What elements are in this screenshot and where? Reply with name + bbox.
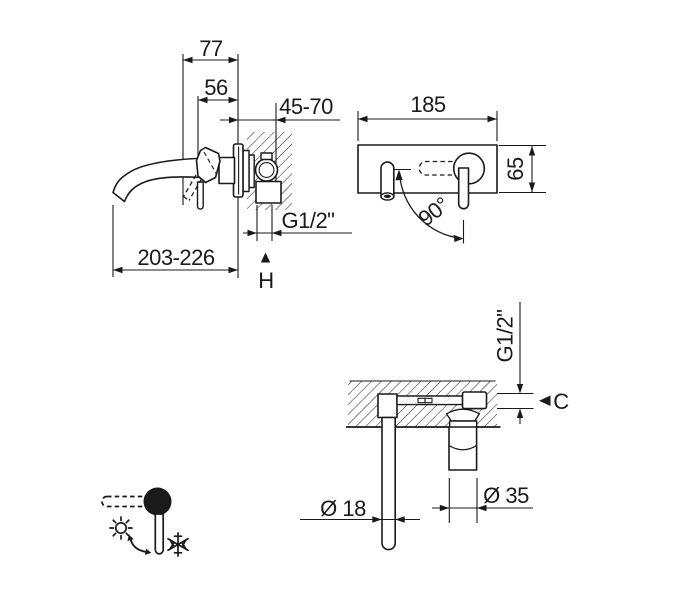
spout-front	[380, 161, 395, 198]
dim-56-label: 56	[204, 75, 228, 100]
hot-inlet-marker-label: H	[258, 268, 273, 293]
handle-stem-icon	[154, 513, 165, 555]
dim-clearance-label: C	[553, 389, 569, 414]
temperature-legend-icon	[101, 487, 189, 557]
handle-cylinder-plan	[448, 426, 478, 471]
dim-77-label: 77	[199, 36, 223, 61]
spout-elbow-plan	[377, 393, 398, 419]
trim-ring-2	[248, 154, 255, 189]
handle-knob-side	[195, 146, 221, 184]
top-section-view: Ø 18 Ø 35 G1/2" C	[300, 302, 570, 551]
mixer-body-bar	[396, 395, 464, 406]
side-dimension-lines	[112, 54, 352, 278]
handle-lever-side	[196, 181, 204, 210]
spout-side	[112, 157, 206, 203]
dim-90deg-label: 90°	[413, 192, 453, 231]
inwall-cap	[260, 152, 273, 161]
dim-thread-side-label: G1/2"	[281, 208, 334, 233]
mixer-body-side	[218, 156, 236, 185]
rotation-arc	[398, 171, 463, 240]
dim-thread-plan-label: G1/2"	[493, 309, 518, 362]
dim-spout-diameter-label: Ø 18	[320, 496, 366, 521]
handle-alt-horizontal-dashed	[418, 160, 468, 176]
snowflake-icon	[167, 532, 189, 557]
front-view: 185 65 90°	[357, 92, 546, 244]
handle-lever-front	[457, 167, 470, 210]
spout-outlet-hole	[383, 194, 391, 198]
side-section-view: 77 56 45-70 203-226 G1/2" H	[112, 36, 352, 293]
handle-cartridge-plan	[461, 391, 488, 410]
front-dimension-lines	[357, 111, 546, 194]
trim-ring-1	[242, 149, 250, 193]
curved-double-arrow-icon	[127, 534, 152, 555]
faucet-side-drawing	[112, 143, 282, 210]
handle-escutcheon-dome	[445, 408, 480, 422]
dim-65-label: 65	[503, 157, 528, 181]
spout-tube-plan	[381, 416, 396, 551]
plan-dimension-lines	[300, 302, 551, 523]
clearance-pointer-icon	[539, 395, 551, 406]
handle-alt-position-dashed	[182, 174, 197, 197]
dim-handle-diameter-label: Ø 35	[483, 483, 529, 508]
dim-203-226-label: 203-226	[137, 245, 215, 270]
dim-45-70-label: 45-70	[279, 94, 333, 119]
hot-marker-arrow-icon	[260, 252, 271, 263]
inwall-body-box	[255, 180, 282, 204]
handle-knob-icon	[143, 487, 172, 516]
sun-icon	[109, 516, 133, 540]
dim-185-label: 185	[410, 92, 445, 117]
